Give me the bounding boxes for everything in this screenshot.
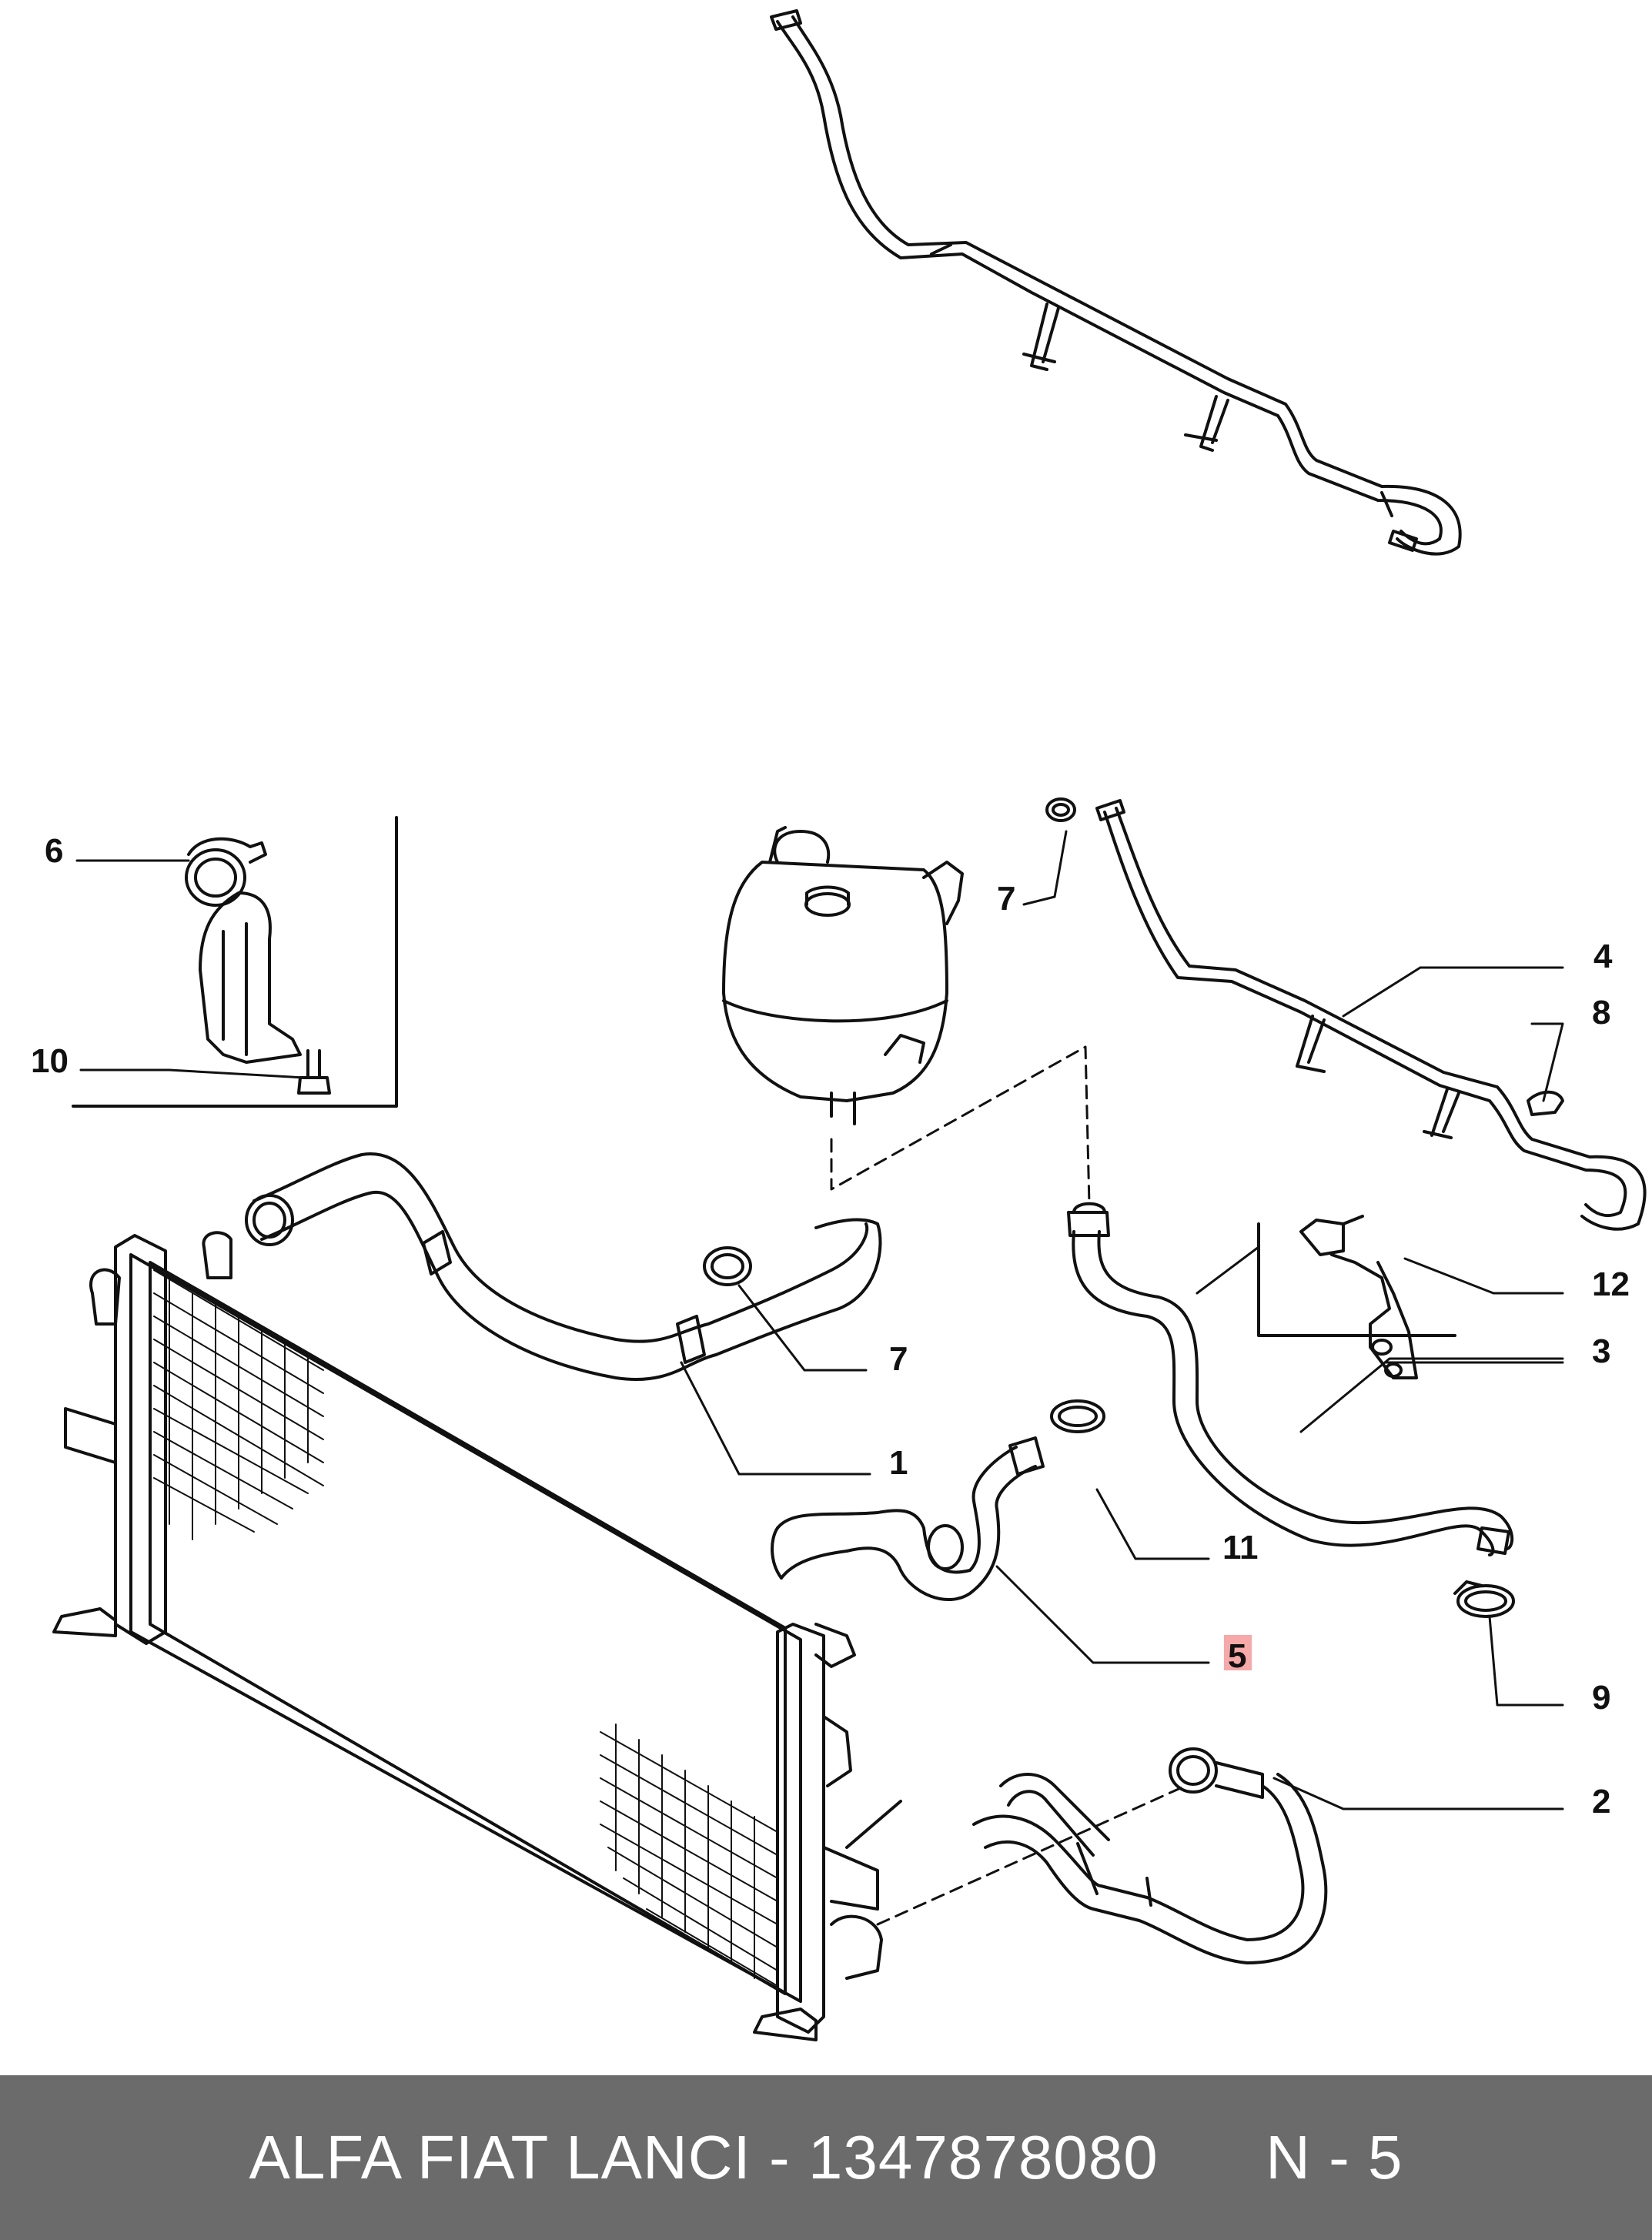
callout-10: 10 xyxy=(31,1042,69,1080)
clamp-7-top xyxy=(1045,797,1076,822)
radiator-mesh-bottom xyxy=(600,1723,778,1987)
callout-4: 4 xyxy=(1593,938,1613,975)
highlight-5 xyxy=(1224,1635,1252,1670)
dashed-links xyxy=(830,1045,1187,1926)
parts-diagram: 6 10 7 4 8 12 3 7 1 11 5 9 2 xyxy=(31,9,1647,2041)
clamp-9 xyxy=(1453,1580,1515,1618)
callout-12: 12 xyxy=(1592,1265,1630,1303)
top-coolant-pipe xyxy=(770,9,1462,556)
bracket-6 xyxy=(199,891,302,1064)
inset-bracket-frame xyxy=(1257,1222,1456,1337)
clamp-7-left xyxy=(703,1246,752,1286)
leader-lines xyxy=(75,830,1564,1810)
clamp-6 xyxy=(185,837,267,907)
callout-1: 1 xyxy=(889,1444,908,1482)
bolt-10 xyxy=(297,1049,331,1095)
hose-3 xyxy=(1067,1202,1514,1556)
bracket-12 xyxy=(1299,1215,1418,1379)
inset-frame xyxy=(72,816,398,1108)
footer-spacer xyxy=(1159,2122,1266,2193)
callout-9: 9 xyxy=(1592,1679,1610,1717)
callout-5: 5 xyxy=(1228,1637,1246,1675)
radiator xyxy=(52,1231,902,2041)
clamp-11 xyxy=(1050,1399,1105,1433)
hose-5 xyxy=(771,1436,1045,1602)
footer-page: N - 5 xyxy=(1266,2123,1403,2192)
callout-6: 6 xyxy=(45,832,63,870)
radiator-mesh-top xyxy=(153,1269,324,1540)
footer-brand: ALFA FIAT LANCI - 1347878080 xyxy=(249,2123,1159,2192)
hose-2 xyxy=(972,1747,1328,1964)
expansion-tank xyxy=(722,826,964,1125)
callout-11: 11 xyxy=(1222,1529,1259,1566)
callout-8: 8 xyxy=(1592,994,1610,1031)
callout-7-top: 7 xyxy=(997,880,1015,918)
footer-bar: ALFA FIAT LANCI - 1347878080 N - 5 xyxy=(0,2075,1652,2240)
callout-3: 3 xyxy=(1592,1332,1610,1370)
clamp-8 xyxy=(1527,1090,1564,1116)
callout-2: 2 xyxy=(1592,1783,1610,1820)
pipe-4 xyxy=(1095,799,1647,1231)
hose-1 xyxy=(245,1152,882,1381)
callout-labels: 6 10 7 4 8 12 3 7 1 11 5 9 2 xyxy=(31,832,1630,1820)
callout-7-left: 7 xyxy=(889,1340,908,1378)
